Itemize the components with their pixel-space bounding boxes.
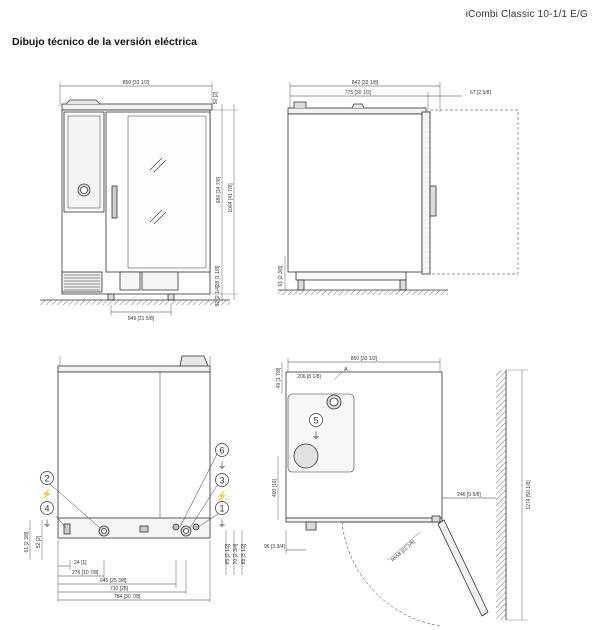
dim-label: 850 [33 1/2]: [123, 80, 150, 86]
connector-1: 1 ⏚: [215, 501, 229, 529]
connector-callouts: 2 ⚡ 4 ⏚ 6 ⏚ 3 ⚡ 1 ⏚: [40, 443, 229, 529]
dim-label: 88 [3 1/2]: [241, 543, 247, 564]
dim-label: 96 [3 3/4]: [264, 544, 285, 550]
front-view: [40, 82, 238, 316]
dim-label: 67 [2 5/8]: [470, 90, 491, 96]
dim-label: 70 [2 3/4]: [233, 543, 239, 564]
dim-label: 61 [2 3/8]: [278, 265, 284, 286]
dim-label: 1064 [41 7/8]: [228, 183, 234, 213]
side-view-labels: 842 [33 1/8] 775 [30 1/2] 67 [2 5/8] 61 …: [278, 80, 491, 286]
connector-3: 3 ⚡: [215, 473, 229, 502]
ground-icon: ⏚: [217, 519, 226, 529]
document-title: Dibujo técnico de la versión eléctrica: [12, 36, 197, 48]
connector-number: 6: [219, 446, 224, 456]
dim-label: 276 [10 7/8]: [72, 570, 99, 576]
dim-label: 50 [2]: [213, 91, 219, 104]
dim-label: 710 [28]: [110, 586, 129, 592]
dim-label: 52 [2]: [36, 535, 42, 548]
connector-number: 2: [44, 474, 49, 484]
dim-label: 686 [34 7/8]: [216, 176, 222, 203]
dim-label: 52 [2 1/4]: [215, 285, 221, 306]
dim-label: 1274 [50 1/8]: [526, 480, 532, 510]
connector-number: 4: [44, 504, 49, 514]
dim-label: 400 [16]: [272, 478, 278, 497]
dim-label: 850 [33 1/2]: [351, 356, 378, 362]
connector-5: 5 ⏚: [309, 413, 323, 441]
model-label: iCombi Classic 10-1/1 E/G: [465, 9, 588, 20]
dim-label: 61 [2 3/8]: [24, 531, 30, 552]
electric-icon: ⚡: [216, 490, 227, 502]
connector-number: 1: [219, 504, 224, 514]
connector-number: 3: [219, 476, 224, 486]
ground-icon: ⏚: [42, 519, 51, 529]
connector-2: 2 ⚡: [40, 471, 54, 500]
dim-label: 28 [1 1/8]: [215, 265, 221, 286]
dim-label: 65 [2 1/2]: [225, 543, 231, 564]
ground-icon: ⏚: [217, 461, 226, 471]
dim-label: 645 [25 3/8]: [100, 578, 127, 584]
rear-view-labels: 24 [1] 276 [10 7/8] 645 [25 3/8] 710 [28…: [24, 531, 247, 600]
ground-icon: ⏚: [311, 431, 320, 441]
dim-label: R558 [22 1/8]: [390, 539, 417, 564]
dim-label: 49 [1 7/8]: [276, 367, 282, 388]
plan-view: [277, 358, 528, 627]
page-header: iCombi Classic 10-1/1 E/G Dibujo técnico…: [0, 0, 600, 50]
electric-icon: ⚡: [41, 488, 52, 500]
connector-number: 5: [313, 416, 318, 426]
side-view: [278, 82, 519, 295]
dim-label: 784 [30 7/8]: [114, 594, 141, 600]
rear-view: [29, 355, 243, 602]
section-marker: A: [344, 367, 348, 373]
front-view-labels: 850 [33 1/2] 50 [2] 686 [34 7/8] 1064 [4…: [123, 80, 234, 322]
connector-6: 6 ⏚: [215, 443, 229, 471]
dim-label: 24 [1]: [74, 560, 87, 566]
dim-label: 775 [30 1/2]: [345, 90, 372, 96]
dim-label: 206 [8 1/8]: [297, 374, 321, 380]
dim-label: 549 [21 5/8]: [128, 316, 155, 322]
dim-label: 842 [33 1/8]: [352, 80, 379, 86]
plan-view-callouts: 5 ⏚: [309, 413, 323, 441]
connector-4: 4 ⏚: [40, 501, 54, 529]
dim-label: 246 [9 5/8]: [457, 492, 481, 498]
